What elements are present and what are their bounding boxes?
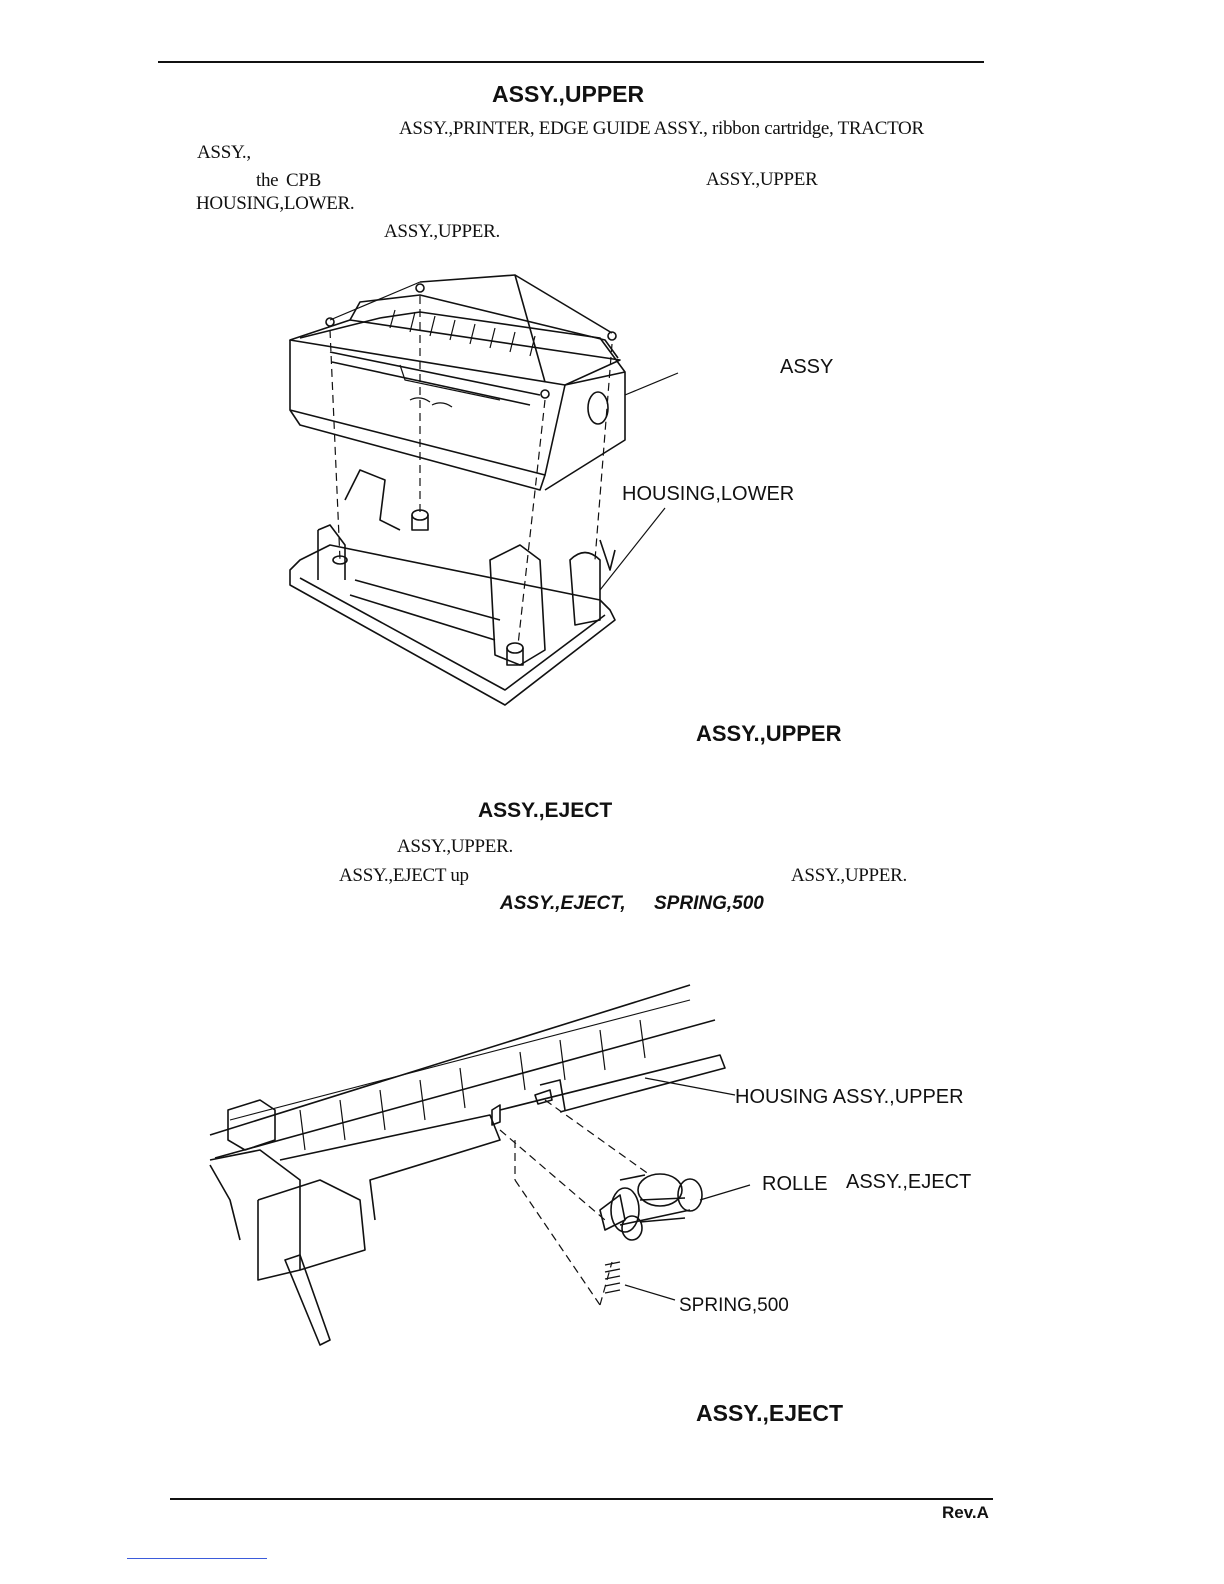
step-line-5: ASSY.,UPPER. xyxy=(384,221,500,242)
step2-line-3a: ASSY.,EJECT, xyxy=(500,893,626,914)
figure-2-caption: ASSY.,EJECT xyxy=(696,1400,843,1426)
bottom-rule xyxy=(170,1498,993,1500)
section-heading-eject: ASSY.,EJECT xyxy=(478,799,613,822)
step-line-3a: the xyxy=(256,170,279,191)
figure-1-caption: ASSY.,UPPER xyxy=(696,721,842,746)
step-line-1: ASSY.,PRINTER, EDGE GUIDE ASSY., ribbon … xyxy=(399,118,924,139)
step2-line-1: ASSY.,UPPER. xyxy=(397,836,513,857)
top-rule xyxy=(158,61,984,63)
label-housing-lower: HOUSING,LOWER xyxy=(622,483,795,505)
section-heading-upper: ASSY.,UPPER xyxy=(492,81,645,107)
step-line-3b: CPB xyxy=(286,170,322,191)
step-line-2: ASSY., xyxy=(197,142,251,163)
label-spring-500: SPRING,500 xyxy=(679,1295,789,1316)
label-assy: ASSY xyxy=(780,356,834,378)
link-underline xyxy=(127,1558,267,1559)
label-rolle: ROLLE xyxy=(762,1173,828,1195)
step2-line-3b: SPRING,500 xyxy=(654,893,764,914)
step2-line-2a: ASSY.,EJECT up xyxy=(339,865,469,886)
revision-label: Rev.A xyxy=(942,1503,989,1522)
label-assy-eject: ASSY.,EJECT xyxy=(846,1171,972,1193)
label-housing-assy-upper: HOUSING ASSY.,UPPER xyxy=(735,1086,964,1108)
step-line-4: HOUSING,LOWER. xyxy=(196,193,355,214)
step2-line-2b: ASSY.,UPPER. xyxy=(791,865,907,886)
step-line-3c: ASSY.,UPPER xyxy=(706,169,818,190)
